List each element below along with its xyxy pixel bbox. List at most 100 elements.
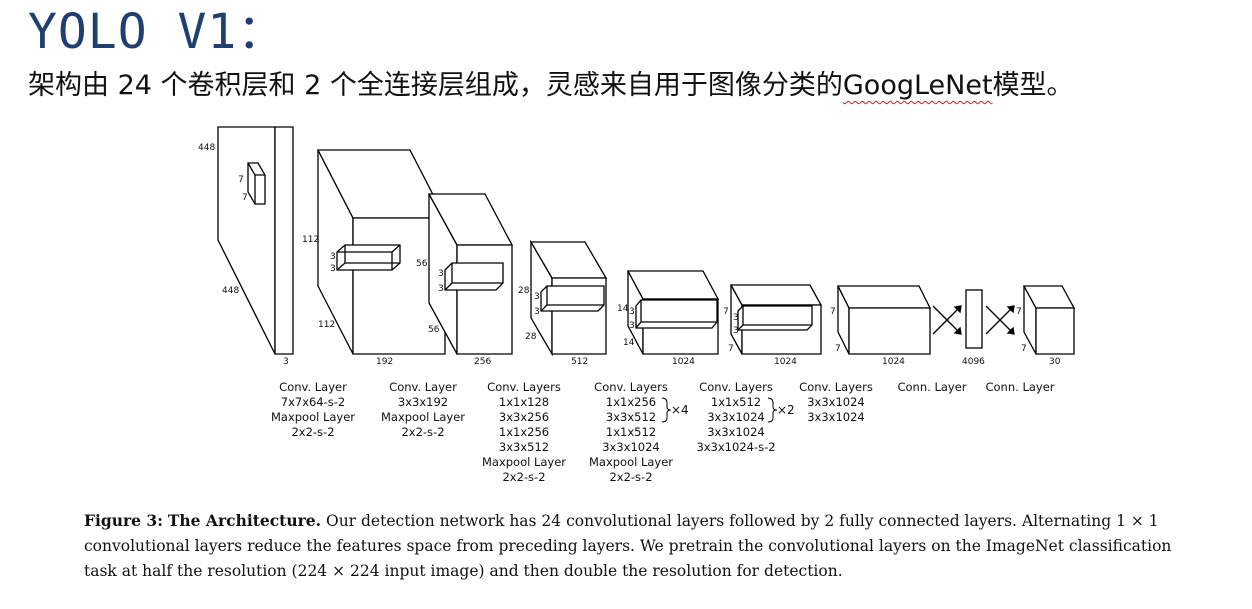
block-5-kernel-h-label: 3: [733, 313, 739, 323]
feature-block-5: 7 7 1024 3 3: [723, 284, 823, 367]
feature-block-4: 14 14 1024 3 3: [617, 270, 720, 367]
layer-spec-line: 3x3x1024-s-2: [696, 440, 775, 454]
layer-spec-line: 1x1x256: [499, 425, 549, 439]
block-5-kernel-w-label: 3: [733, 326, 739, 336]
layer-spec-line: 2x2-s-2: [502, 470, 545, 484]
layer-spec-line: 3x3x512: [606, 410, 656, 424]
layer-spec-line: Maxpool Layer: [482, 455, 566, 469]
block-2-width-label: 56: [428, 325, 440, 335]
layer-spec-line: 3x3x1024: [707, 425, 765, 439]
input-kernel-box: [247, 162, 266, 205]
layer-group-7-label: Conn. Layer: [897, 380, 966, 394]
subtitle-text-before: 架构由 24 个卷积层和 2 个全连接层组成，灵感来自用于图像分类的: [28, 70, 843, 101]
layer-spec-line: Maxpool Layer: [381, 410, 465, 424]
block-1-depth-label: 192: [376, 357, 393, 367]
block-3-width-label: 28: [525, 332, 537, 342]
slide-title: YOLO V1：: [28, 4, 287, 60]
input-depth-label: 3: [283, 357, 289, 367]
layer-spec-line: 3x3x1024: [707, 410, 765, 424]
feature-block-1: 112 112 192 3 3: [302, 149, 447, 367]
layer-spec-line: 2x2-s-2: [609, 470, 652, 484]
block-2-depth-label: 256: [474, 357, 491, 367]
block-6-depth-label: 1024: [882, 357, 905, 367]
repeat-brace-x4: ×4: [661, 397, 689, 423]
block-1-kernel-h-label: 3: [330, 252, 336, 262]
input-kernel-h-label: 7: [238, 175, 244, 185]
block-1-width-label: 112: [318, 320, 335, 330]
fc-layer-4096: 4096: [962, 289, 985, 367]
repeat-x2-label: ×2: [777, 403, 795, 417]
layer-spec-line: 1x1x512: [711, 395, 761, 409]
layer-spec-line: 1x1x128: [499, 395, 549, 409]
output-tensor-block: 7 7 30: [1016, 285, 1076, 367]
feature-block-6: 7 7 1024: [830, 285, 932, 367]
block-4-width-label: 14: [623, 338, 635, 348]
block-4-depth-label: 1024: [672, 357, 695, 367]
layer-spec-line: Conn. Layer: [897, 380, 966, 394]
layer-spec-line: Conv. Layers: [699, 380, 773, 394]
feature-block-2: 56 56 256 3 3: [416, 193, 514, 367]
layer-spec-line: Conv. Layers: [594, 380, 668, 394]
layer-group-8-label: Conn. Layer: [985, 380, 1054, 394]
subtitle-googlenet-term: GoogLeNet: [842, 70, 993, 101]
layer-spec-line: 1x1x512: [606, 425, 656, 439]
output-width-label: 7: [1021, 344, 1027, 354]
block-4-kernel-h-label: 3: [629, 307, 635, 317]
layer-spec-line: 7x7x64-s-2: [281, 395, 346, 409]
block-3-kernel-w-label: 3: [534, 307, 540, 317]
block-4-height-label: 14: [617, 304, 629, 314]
block-3-kernel-box: [540, 285, 605, 312]
layer-spec-line: 1x1x256: [606, 395, 656, 409]
block-6-height-label: 7: [830, 307, 836, 317]
layer-spec-line: Conn. Layer: [985, 380, 1054, 394]
layer-spec-line: 3x3x1024: [807, 395, 865, 409]
output-height-label: 7: [1016, 307, 1022, 317]
feature-block-3: 28 28 512 3 3: [518, 239, 608, 367]
layer-spec-line: Conv. Layer: [389, 380, 457, 394]
caption-heading: The Architecture.: [167, 511, 322, 530]
fc-connector-1: [932, 305, 962, 335]
caption-figure-label: Figure 3:: [84, 511, 163, 530]
input-width-label: 448: [222, 286, 239, 296]
block-3-depth-label: 512: [571, 357, 588, 367]
block-3-kernel-h-label: 3: [534, 292, 540, 302]
figure-caption: Figure 3: The Architecture. Our detectio…: [84, 508, 1199, 584]
repeat-brace-x2: ×2: [767, 397, 795, 423]
block-5-kernel-box: [737, 305, 813, 331]
block-1-kernel-w-label: 3: [330, 264, 336, 274]
layer-spec-line: Maxpool Layer: [589, 455, 673, 469]
layer-spec-line: 2x2-s-2: [401, 425, 444, 439]
layer-spec-line: Conv. Layers: [487, 380, 561, 394]
layer-spec-line: 3x3x256: [499, 410, 549, 424]
block-1-kernel-box: [336, 244, 401, 271]
layer-spec-line: 3x3x512: [499, 440, 549, 454]
fc-connector-2: [985, 305, 1015, 335]
input-image-block: 448 448 3 7 7: [198, 126, 294, 367]
block-4-kernel-box: [635, 299, 718, 329]
block-6-width-label: 7: [835, 344, 841, 354]
block-2-height-label: 56: [416, 259, 428, 269]
fc-layer-size-label: 4096: [962, 357, 985, 367]
layer-spec-line: 3x3x192: [398, 395, 448, 409]
slide-subtitle: 架构由 24 个卷积层和 2 个全连接层组成，灵感来自用于图像分类的GoogLe…: [28, 66, 1074, 106]
block-4-kernel-w-label: 3: [629, 321, 635, 331]
layer-spec-line: 3x3x1024: [807, 410, 865, 424]
layer-spec-line: Conv. Layer: [279, 380, 347, 394]
block-2-kernel-h-label: 3: [438, 269, 444, 279]
block-5-width-label: 7: [728, 344, 734, 354]
block-1-height-label: 112: [302, 235, 319, 245]
caption-body: Our detection network has 24 convolution…: [84, 512, 1172, 580]
input-height-label: 448: [198, 143, 215, 153]
block-3-height-label: 28: [518, 286, 530, 296]
input-kernel-w-label: 7: [242, 193, 248, 203]
output-depth-label: 30: [1049, 357, 1061, 367]
layer-spec-line: 3x3x1024: [602, 440, 660, 454]
layer-spec-line: Conv. Layers: [799, 380, 873, 394]
block-5-depth-label: 1024: [774, 357, 797, 367]
